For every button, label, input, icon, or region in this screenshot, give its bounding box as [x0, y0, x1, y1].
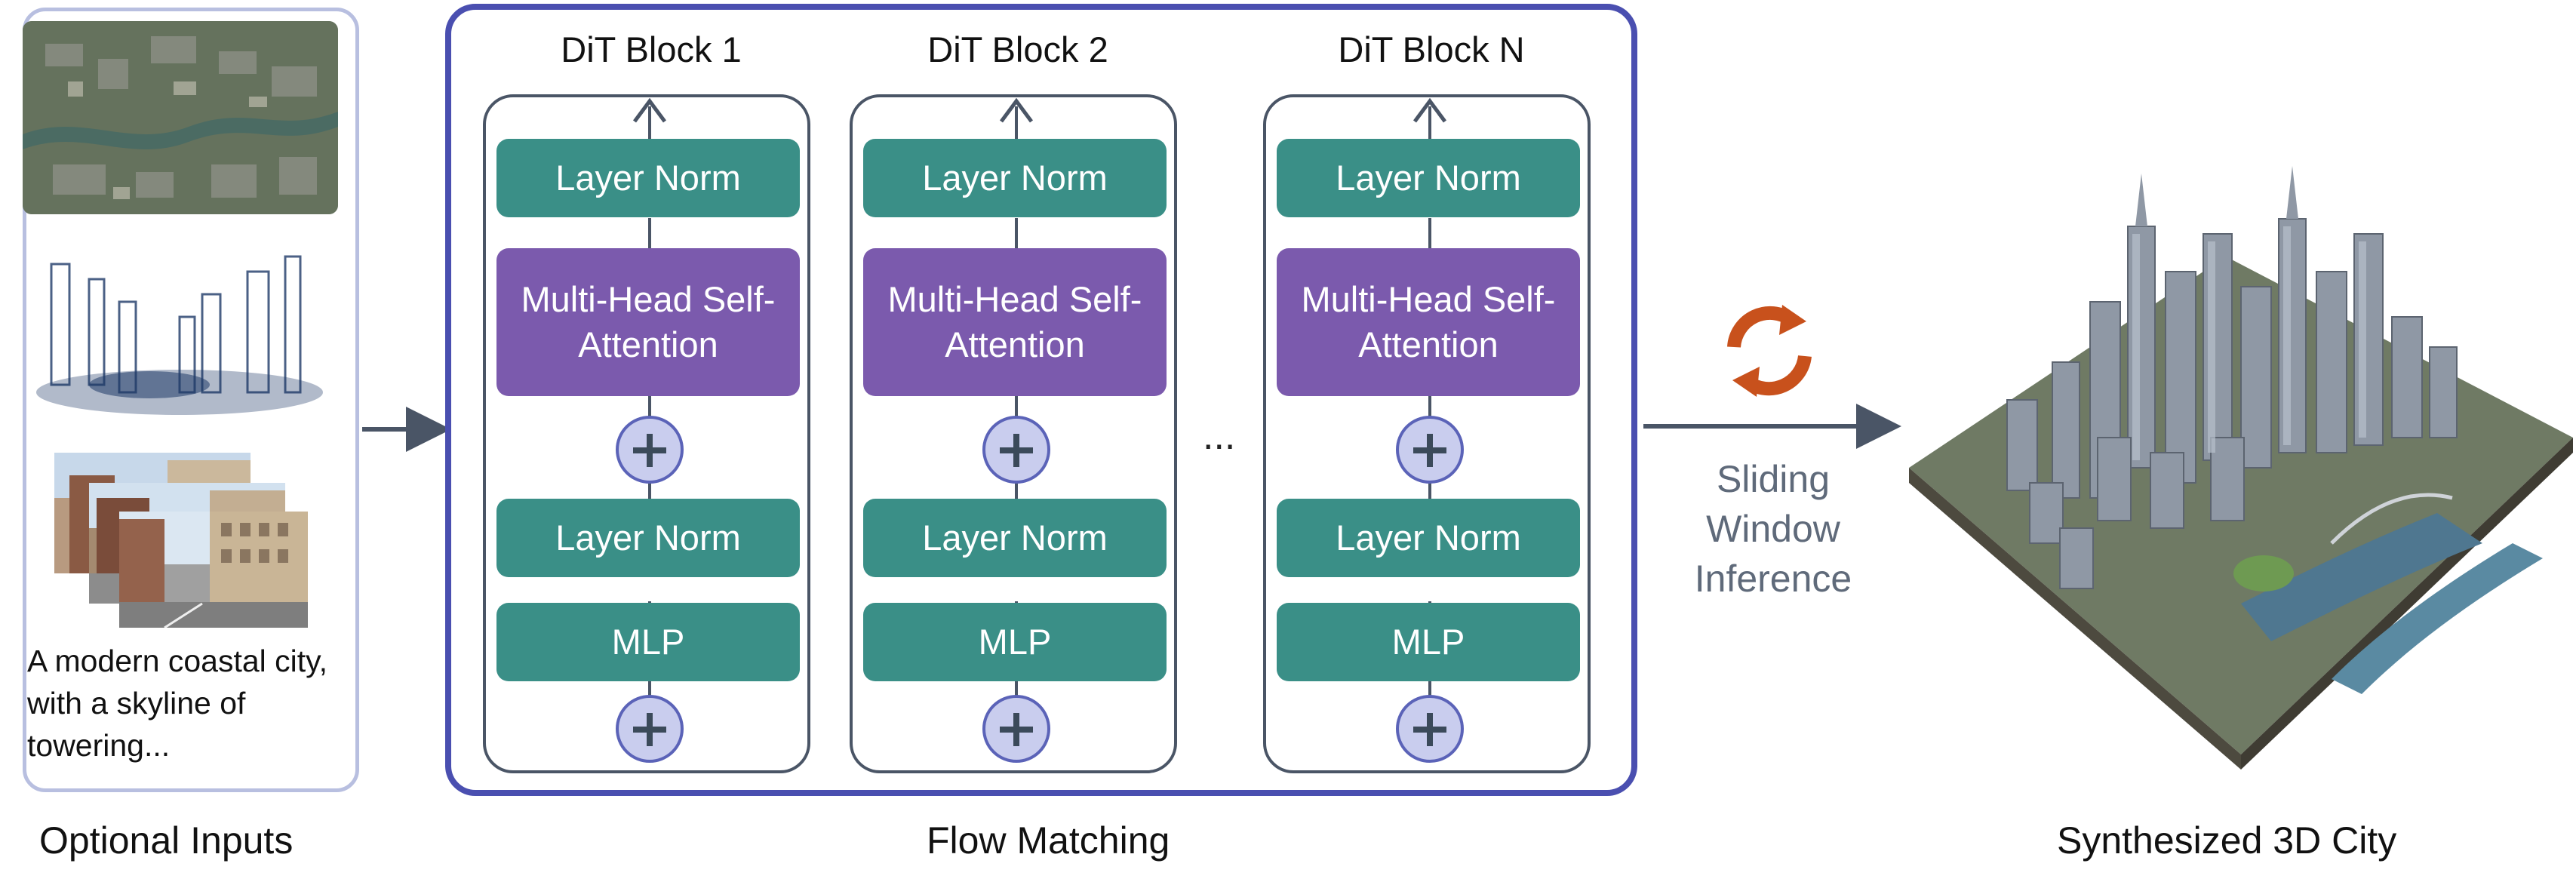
dit-block-n-title: DiT Block N — [1338, 29, 1525, 69]
dit-block-1: Layer Norm Multi-Head Self-Attention Lay… — [483, 94, 810, 773]
dit-block-1-title: DiT Block 1 — [561, 29, 742, 69]
dit-block-2-title: DiT Block 2 — [927, 29, 1108, 69]
street-view-image-front — [119, 512, 308, 628]
sliding-window-inference-label: Sliding Window Inference — [1645, 454, 1901, 604]
flow-matching-caption: Flow Matching — [927, 819, 1170, 862]
mlp: MLP — [1277, 603, 1580, 681]
layer-norm-top: Layer Norm — [496, 139, 800, 217]
flow-matching-panel — [445, 4, 1637, 796]
satellite-image-art — [23, 21, 338, 214]
synthesized-city-image — [1909, 166, 2573, 770]
optional-inputs-caption: Optional Inputs — [39, 819, 294, 862]
layer-norm-bottom: Layer Norm — [496, 499, 800, 577]
residual-add-icon — [982, 416, 1050, 484]
sliding-label: Sliding — [1716, 458, 1831, 500]
self-attention: Multi-Head Self-Attention — [1277, 248, 1580, 396]
residual-add-icon — [616, 416, 684, 484]
layer-norm-bottom: Layer Norm — [863, 499, 1167, 577]
residual-add-icon — [1396, 416, 1464, 484]
inference-label: Inference — [1694, 558, 1852, 600]
window-label: Window — [1706, 508, 1840, 550]
dit-block-2: Layer Norm Multi-Head Self-Attention Lay… — [850, 94, 1177, 773]
mlp: MLP — [863, 603, 1167, 681]
layer-norm-bottom: Layer Norm — [1277, 499, 1580, 577]
residual-add-icon — [616, 695, 684, 763]
refresh-icon — [1727, 305, 1812, 397]
point-cloud-art — [36, 255, 323, 415]
residual-add-icon — [982, 695, 1050, 763]
more-blocks-ellipsis: ... — [1203, 414, 1236, 458]
text-prompt: A modern coastal city, with a skyline of… — [27, 644, 328, 763]
point-cloud-image — [29, 249, 335, 422]
layer-norm-top: Layer Norm — [863, 139, 1167, 217]
mlp: MLP — [496, 603, 800, 681]
layer-norm-top: Layer Norm — [1277, 139, 1580, 217]
synthesized-city-caption: Synthesized 3D City — [2057, 819, 2397, 862]
self-attention: Multi-Head Self-Attention — [863, 248, 1167, 396]
residual-add-icon — [1396, 695, 1464, 763]
satellite-image — [23, 21, 338, 214]
dit-block-n: Layer Norm Multi-Head Self-Attention Lay… — [1263, 94, 1591, 773]
self-attention: Multi-Head Self-Attention — [496, 248, 800, 396]
